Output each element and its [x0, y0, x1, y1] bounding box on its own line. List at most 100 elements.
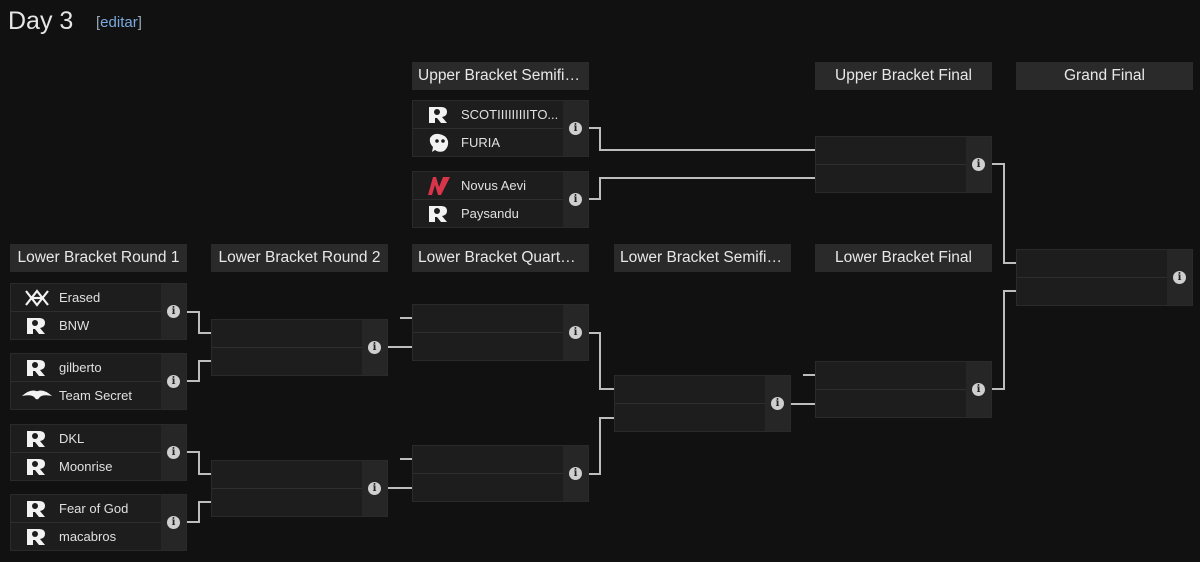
team-slot[interactable]: Fear of God [11, 495, 161, 523]
team-slot[interactable]: Novus Aevi [413, 172, 563, 200]
team-slot[interactable] [212, 489, 362, 516]
info-icon[interactable]: i [368, 482, 381, 495]
info-icon[interactable]: i [972, 383, 985, 396]
match-info-column[interactable]: i [362, 320, 387, 375]
rocket-league-icon [21, 428, 53, 450]
match-lb-round2-2[interactable]: i [211, 460, 388, 517]
team-slot[interactable]: Erased [11, 284, 161, 312]
team-slot[interactable] [615, 376, 765, 404]
match-info-column[interactable]: i [765, 376, 790, 431]
match-info-column[interactable]: i [966, 362, 991, 417]
round-header-lb-final: Lower Bracket Final [815, 244, 992, 272]
info-icon[interactable]: i [167, 375, 180, 388]
match-lb-round1-3[interactable]: DKL Moonrise i [10, 424, 187, 481]
match-info-column[interactable]: i [563, 101, 588, 156]
edit-link[interactable]: [editar] [96, 14, 142, 31]
rocket-league-icon [21, 357, 53, 379]
match-info-column[interactable]: i [161, 284, 186, 339]
team-slot[interactable]: DKL [11, 425, 161, 453]
team-name: Fear of God [59, 501, 129, 516]
team-secret-icon [21, 385, 53, 407]
team-slot[interactable] [413, 305, 563, 333]
info-icon[interactable]: i [167, 516, 180, 529]
round-header-lb-round1: Lower Bracket Round 1 [10, 244, 187, 272]
match-info-column[interactable]: i [563, 305, 588, 360]
team-name: FURIA [461, 135, 500, 150]
team-slot[interactable] [212, 461, 362, 489]
round-header-ub-semifinals: Upper Bracket Semifinals [412, 62, 589, 90]
team-name: macabros [59, 529, 117, 544]
team-name: Team Secret [59, 388, 132, 403]
match-lb-quarterfinal-1[interactable]: i [412, 304, 589, 361]
match-info-column[interactable]: i [1167, 250, 1192, 305]
team-name: Erased [59, 290, 101, 305]
rocket-league-icon [423, 203, 455, 225]
info-icon[interactable]: i [167, 305, 180, 318]
match-lb-final[interactable]: i [815, 361, 992, 418]
team-slot[interactable]: gilberto [11, 354, 161, 382]
match-info-column[interactable]: i [362, 461, 387, 516]
team-slot[interactable] [816, 362, 966, 390]
team-slot[interactable] [212, 348, 362, 375]
match-lb-round1-2[interactable]: gilberto Team Secret i [10, 353, 187, 410]
team-slot[interactable]: FURIA [413, 129, 563, 156]
info-icon[interactable]: i [771, 397, 784, 410]
match-ub-final[interactable]: i [815, 136, 992, 193]
round-header-ub-final: Upper Bracket Final [815, 62, 992, 90]
team-slot[interactable] [212, 320, 362, 348]
match-info-column[interactable]: i [161, 354, 186, 409]
rocket-league-icon [21, 498, 53, 520]
match-lb-semifinal[interactable]: i [614, 375, 791, 432]
edit-link-label[interactable]: editar [100, 14, 138, 31]
rocket-league-icon [21, 456, 53, 478]
furia-panther-icon [423, 132, 455, 154]
info-icon[interactable]: i [167, 446, 180, 459]
match-lb-round1-1[interactable]: Erased BNW i [10, 283, 187, 340]
team-slot[interactable]: Moonrise [11, 453, 161, 480]
match-lb-quarterfinal-2[interactable]: i [412, 445, 589, 502]
info-icon[interactable]: i [569, 467, 582, 480]
match-lb-round1-4[interactable]: Fear of God macabros i [10, 494, 187, 551]
team-slot[interactable] [1017, 278, 1167, 305]
team-slot[interactable] [413, 446, 563, 474]
info-icon[interactable]: i [569, 326, 582, 339]
team-name: SCOTIIIIIIIIITO... [461, 107, 559, 122]
info-icon[interactable]: i [368, 341, 381, 354]
match-info-column[interactable]: i [966, 137, 991, 192]
team-slot[interactable] [816, 137, 966, 165]
team-name: Moonrise [59, 459, 113, 474]
match-info-column[interactable]: i [161, 495, 186, 550]
info-icon[interactable]: i [569, 193, 582, 206]
round-header-lb-quarterfinal: Lower Bracket Quarterfinal [412, 244, 589, 272]
team-slot[interactable] [413, 333, 563, 360]
page-title: Day 3 [8, 7, 74, 35]
match-info-column[interactable]: i [161, 425, 186, 480]
team-name: DKL [59, 431, 85, 446]
match-info-column[interactable]: i [563, 446, 588, 501]
info-icon[interactable]: i [972, 158, 985, 171]
team-slot[interactable] [1017, 250, 1167, 278]
match-info-column[interactable]: i [563, 172, 588, 227]
match-grand-final[interactable]: i [1016, 249, 1193, 306]
match-lb-round2-1[interactable]: i [211, 319, 388, 376]
team-slot[interactable]: Team Secret [11, 382, 161, 409]
team-name: gilberto [59, 360, 102, 375]
team-slot[interactable] [816, 390, 966, 417]
team-slot[interactable]: BNW [11, 312, 161, 339]
team-slot[interactable]: Paysandu [413, 200, 563, 227]
team-slot[interactable]: macabros [11, 523, 161, 550]
rocket-league-icon [423, 104, 455, 126]
team-slot[interactable] [615, 404, 765, 431]
team-slot[interactable] [816, 165, 966, 192]
novus-aevi-icon [423, 175, 455, 197]
team-slot[interactable] [413, 474, 563, 501]
match-ub-semifinal-2[interactable]: Novus Aevi Paysandu i [412, 171, 589, 228]
match-ub-semifinal-1[interactable]: SCOTIIIIIIIIITO... FURIA i [412, 100, 589, 157]
info-icon[interactable]: i [569, 122, 582, 135]
info-icon[interactable]: i [1173, 271, 1186, 284]
round-header-lb-semifinal: Lower Bracket Semifinal [614, 244, 791, 272]
round-header-grand-final: Grand Final [1016, 62, 1193, 90]
team-slot[interactable]: SCOTIIIIIIIIITO... [413, 101, 563, 129]
erased-icon [21, 287, 53, 309]
